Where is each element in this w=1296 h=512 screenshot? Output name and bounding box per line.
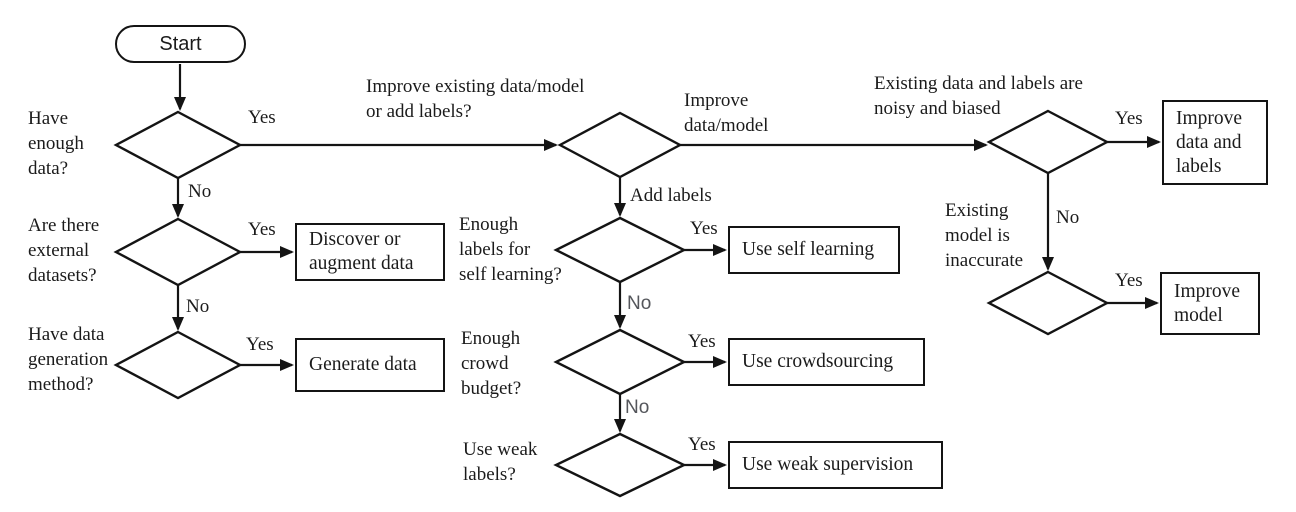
- label-no-enough-labels: No: [627, 293, 652, 314]
- box-use-weak-supervision: Use weak supervision: [728, 441, 943, 489]
- diamond-improve-or-add-labels: [557, 111, 683, 179]
- label-no-external-datasets: No: [186, 296, 210, 317]
- start-node: Start: [115, 25, 246, 63]
- diamond-weak-labels: [553, 432, 687, 498]
- label-external-datasets: Are there external datasets?: [28, 215, 100, 286]
- diamond-have-enough-data: [113, 110, 243, 180]
- box-improve-data-labels: Improve data and labels: [1162, 100, 1268, 185]
- diamond-noisy-biased: [986, 109, 1110, 175]
- label-yes-crowd-budget: Yes: [688, 331, 716, 352]
- label-no-crowd-budget: No: [625, 397, 650, 418]
- label-have-enough-data: Have enough data?: [28, 108, 84, 179]
- label-data-generation: Have data generation method?: [28, 324, 109, 395]
- label-add-labels: Add labels: [630, 185, 712, 206]
- label-improve-or-add: Improve existing data/model or add label…: [366, 76, 585, 122]
- diamond-external-datasets: [113, 217, 243, 287]
- diamond-crowd-budget: [553, 328, 687, 396]
- box-improve-model: Improve model: [1160, 272, 1260, 335]
- diamond-enough-labels: [553, 216, 687, 284]
- label-yes-data-generation: Yes: [246, 334, 274, 355]
- label-yes-weak-labels: Yes: [688, 434, 716, 455]
- box-use-crowdsourcing: Use crowdsourcing: [728, 338, 925, 386]
- diamond-model-inaccurate: [986, 270, 1110, 336]
- label-yes-noisy-biased: Yes: [1115, 108, 1143, 129]
- label-yes-enough-labels: Yes: [690, 218, 718, 239]
- label-model-inaccurate: Existing model is inaccurate: [945, 200, 1024, 271]
- label-yes-external-datasets: Yes: [248, 219, 276, 240]
- label-crowd-budget: Enough crowd budget?: [461, 328, 522, 399]
- label-no-have-enough-data: No: [188, 181, 212, 202]
- label-weak-labels: Use weak labels?: [463, 439, 538, 485]
- box-generate-data: Generate data: [295, 338, 445, 392]
- label-noisy-biased: Existing data and labels are noisy and b…: [874, 73, 1083, 119]
- diamond-data-generation: [113, 330, 243, 400]
- label-no-noisy-biased: No: [1056, 207, 1080, 228]
- box-discover-augment-data: Discover or augment data: [295, 223, 445, 281]
- box-use-self-learning: Use self learning: [728, 226, 900, 274]
- label-enough-labels: Enough labels for self learning?: [459, 214, 562, 285]
- label-yes-have-enough-data: Yes: [248, 107, 276, 128]
- label-improve-data-model: Improve data/model: [684, 90, 769, 136]
- label-yes-model-inaccurate: Yes: [1115, 270, 1143, 291]
